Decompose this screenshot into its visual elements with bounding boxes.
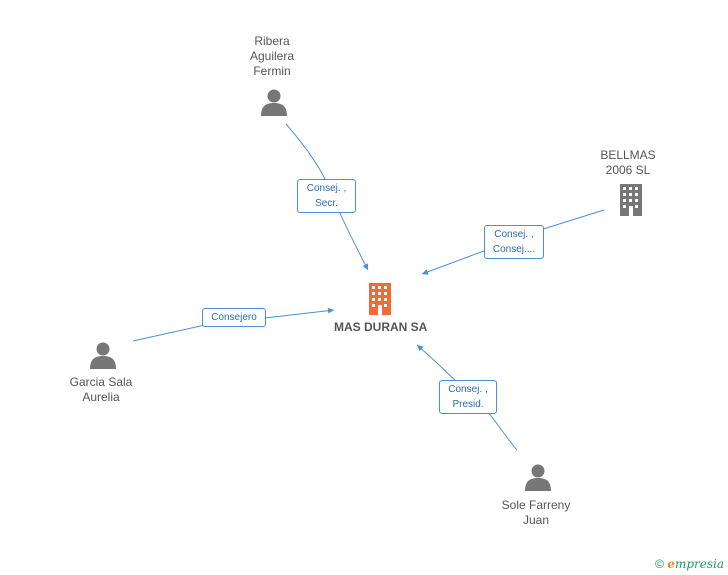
person-ribera-label[interactable]: Ribera Aguilera Fermin <box>230 34 314 79</box>
company-bellmas-building-icon[interactable] <box>616 182 646 216</box>
person-sole-icon[interactable] <box>524 463 552 491</box>
brand-rest: mpresia <box>674 557 724 571</box>
edge-label-ribera[interactable]: Consej. , Secr. <box>297 179 356 213</box>
company-bellmas-line1: BELLMAS <box>600 148 656 162</box>
edge-label-sole-line1: Consej. , <box>448 384 488 395</box>
person-ribera-line1: Ribera <box>254 34 290 48</box>
person-garcia-icon[interactable] <box>89 341 117 369</box>
edge-label-sole[interactable]: Consej. , Presid. <box>439 380 497 414</box>
person-ribera-icon[interactable] <box>260 88 288 116</box>
person-garcia-line1: Garcia Sala <box>69 375 133 389</box>
person-garcia-line2: Aurelia <box>82 390 120 404</box>
person-ribera-line3: Fermin <box>253 64 291 78</box>
company-bellmas-line2: 2006 SL <box>605 163 651 177</box>
edge-label-bellmas-line2: Consej.... <box>492 244 536 255</box>
person-sole-line2: Juan <box>522 513 550 527</box>
company-building-icon[interactable] <box>366 281 394 315</box>
edge-label-bellmas[interactable]: Consej. , Consej.... <box>484 225 544 259</box>
person-sole-line1: Sole Farreny <box>501 498 571 512</box>
brand-logo: © empresia <box>655 557 724 571</box>
edge-label-ribera-line2: Secr. <box>315 198 338 209</box>
person-sole-label[interactable]: Sole Farreny Juan <box>488 498 584 528</box>
edge-label-ribera-line1: Consej. , <box>306 183 347 194</box>
person-ribera-line2: Aguilera <box>249 49 295 63</box>
edge-label-garcia-line1: Consejero <box>211 312 257 323</box>
brand-e: e <box>667 557 675 571</box>
copyright-icon: © <box>655 557 664 571</box>
edge-label-sole-line2: Presid. <box>452 399 484 410</box>
company-name[interactable]: MAS DURAN SA <box>334 320 428 334</box>
person-garcia-label[interactable]: Garcia Sala Aurelia <box>56 375 146 405</box>
edge-label-bellmas-line1: Consej. , <box>494 229 534 240</box>
edge-label-garcia[interactable]: Consejero <box>202 308 266 327</box>
company-bellmas-label[interactable]: BELLMAS 2006 SL <box>588 148 668 178</box>
